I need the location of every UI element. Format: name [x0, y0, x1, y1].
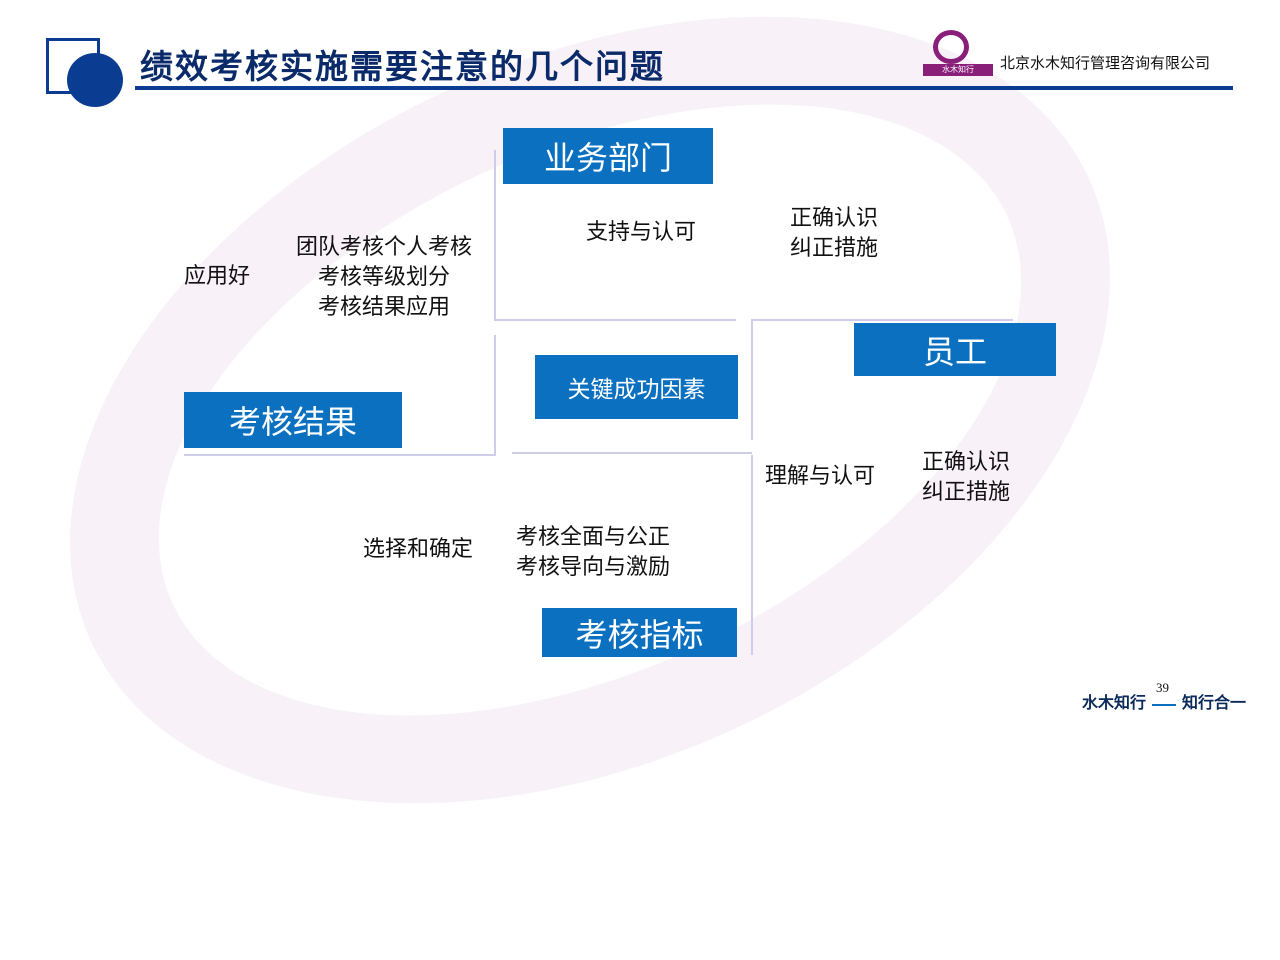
logo-text: 水木知行	[923, 64, 993, 76]
footer-right: 知行合一	[1182, 693, 1247, 712]
footer-left: 水木知行	[1082, 693, 1147, 712]
understand-text: 理解与认可	[765, 464, 876, 489]
box-result: 考核结果	[184, 392, 402, 448]
divider-line	[494, 319, 736, 321]
divider-line	[751, 320, 753, 440]
choose-item: 考核全面与公正	[516, 525, 671, 550]
box-indicator: 考核指标	[542, 608, 737, 657]
header-circle-icon	[67, 53, 123, 107]
divider-line	[751, 455, 753, 655]
title-underline	[135, 86, 1233, 90]
choose-item: 考核导向与激励	[516, 555, 671, 580]
divider-line	[512, 452, 752, 454]
company-name: 北京水木知行管理咨询有限公司	[1000, 54, 1211, 72]
support-text: 支持与认可	[586, 220, 697, 245]
page-title: 绩效考核实施需要注意的几个问题	[140, 47, 665, 86]
apply-item: 团队考核个人考核	[295, 235, 472, 260]
correct-text: 正确认识	[922, 450, 1011, 475]
box-business: 业务部门	[503, 128, 713, 184]
apply-item: 考核等级划分	[317, 265, 450, 290]
footer-underline	[1152, 704, 1176, 706]
divider-line	[184, 454, 496, 456]
divider-line	[494, 150, 496, 320]
box-key-success: 关键成功因素	[535, 355, 738, 419]
divider-line	[494, 335, 496, 455]
page-number: 39	[1156, 680, 1169, 695]
choose-text: 选择和确定	[363, 537, 474, 562]
correct-text: 正确认识	[790, 206, 879, 231]
apply-item: 考核结果应用	[317, 295, 450, 320]
correct-text: 纠正措施	[922, 480, 1011, 505]
correct-text: 纠正措施	[790, 236, 879, 261]
divider-line	[751, 319, 1013, 321]
logo: 水木知行	[923, 24, 993, 76]
apply-text: 应用好	[184, 264, 251, 289]
box-employee: 员工	[854, 323, 1056, 376]
